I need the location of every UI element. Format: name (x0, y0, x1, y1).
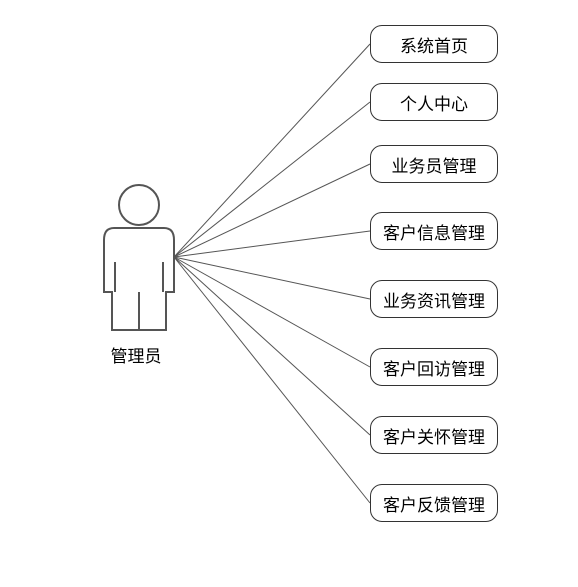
association-line (173, 101, 371, 258)
use-case-business-news-mgmt[interactable]: 业务资讯管理 (370, 280, 498, 318)
association-line (173, 230, 371, 258)
use-case-salesperson-mgmt[interactable]: 业务员管理 (370, 145, 498, 183)
use-case-home[interactable]: 系统首页 (370, 25, 498, 63)
association-line (173, 256, 371, 436)
association-line (173, 256, 371, 300)
association-lines (173, 43, 371, 504)
use-case-customer-revisit-mgmt[interactable]: 客户回访管理 (370, 348, 498, 386)
actor-body (103, 227, 175, 331)
use-case-customer-care-mgmt[interactable]: 客户关怀管理 (370, 416, 498, 454)
use-case-customer-info-mgmt[interactable]: 客户信息管理 (370, 212, 498, 250)
actor-head (118, 184, 160, 226)
association-line (173, 163, 371, 258)
actor-figure (103, 184, 175, 331)
association-line (173, 256, 371, 504)
association-line (173, 256, 371, 368)
use-case-customer-feedback-mgmt[interactable]: 客户反馈管理 (370, 484, 498, 522)
use-case-personal-center[interactable]: 个人中心 (370, 83, 498, 121)
association-line (173, 43, 371, 258)
actor-label: 管理员 (110, 347, 162, 367)
